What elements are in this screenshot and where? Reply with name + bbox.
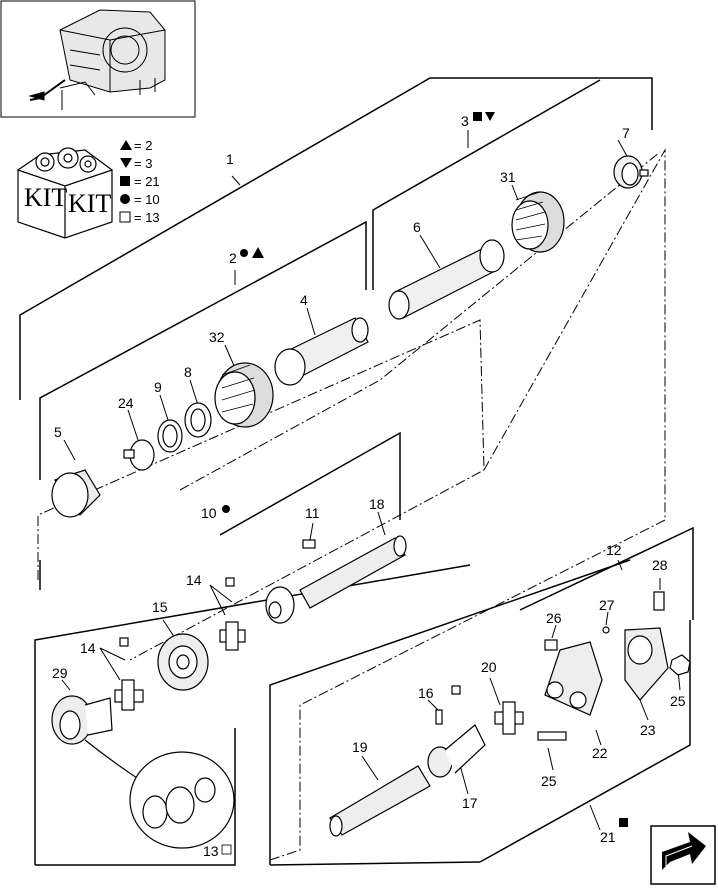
kit-label-right: KIT <box>68 189 111 218</box>
square-filled-icon <box>619 818 628 827</box>
bracket-group-1 <box>19 77 653 400</box>
callout-23[interactable]: 23 <box>640 722 656 738</box>
callout-8[interactable]: 8 <box>184 364 192 380</box>
callout-28[interactable]: 28 <box>652 557 668 573</box>
callout-13[interactable]: 13 <box>203 843 219 859</box>
circle-filled-icon <box>120 194 130 204</box>
part-11-grease-fitting[interactable] <box>302 539 316 549</box>
part-13-detail[interactable] <box>84 739 235 849</box>
square-filled-icon <box>120 176 130 186</box>
callout-11[interactable]: 11 <box>305 505 320 521</box>
part-20-cross[interactable] <box>494 701 524 735</box>
callout-22[interactable]: 22 <box>592 745 608 761</box>
triangle-up-icon <box>252 247 264 258</box>
triangle-down-icon <box>485 112 495 121</box>
part-26-fitting[interactable] <box>544 639 558 651</box>
part-14-cross-upper[interactable] <box>219 577 246 651</box>
callout-16[interactable]: 16 <box>418 685 434 701</box>
callout-27[interactable]: 27 <box>599 597 615 613</box>
bracket-group-2 <box>39 220 367 480</box>
square-outline-icon <box>221 844 232 855</box>
callout-19[interactable]: 19 <box>352 739 368 755</box>
machine-overview-thumbnail[interactable] <box>0 0 196 118</box>
group-brackets <box>19 77 694 866</box>
part-18-shaft[interactable] <box>299 535 407 609</box>
legend-text-3: = 10 <box>134 192 160 207</box>
part-27-ball[interactable] <box>602 626 610 634</box>
part-15-yoke[interactable] <box>157 633 209 691</box>
callout-25-right[interactable]: 25 <box>670 693 686 709</box>
part-4-guard-tube[interactable] <box>274 317 369 386</box>
legend-text-1: = 3 <box>134 156 152 171</box>
bracket-group-3 <box>372 79 601 290</box>
callout-15[interactable]: 15 <box>152 599 168 615</box>
triangle-up-icon <box>120 140 132 150</box>
next-page-arrow-icon <box>662 832 706 870</box>
next-page-button[interactable] <box>650 825 716 885</box>
callout-25-lower[interactable]: 25 <box>541 773 557 789</box>
legend-text-0: = 2 <box>134 138 152 153</box>
callout-32[interactable]: 32 <box>209 329 225 345</box>
callout-3[interactable]: 3 <box>461 113 469 129</box>
legend-text-2: = 21 <box>134 174 160 189</box>
part-29-yoke[interactable] <box>51 695 113 745</box>
callout-2[interactable]: 2 <box>229 250 237 266</box>
callout-26[interactable]: 26 <box>546 610 562 626</box>
kit-box-icon <box>17 147 113 239</box>
kit-label-left: KIT <box>24 183 67 212</box>
callouts: 1 2 3 4 5 6 7 8 9 10 11 12 13 14 14 15 1… <box>52 112 686 859</box>
callout-21[interactable]: 21 <box>600 829 616 845</box>
callout-17[interactable]: 17 <box>462 795 478 811</box>
callout-24[interactable]: 24 <box>118 395 134 411</box>
parts <box>51 155 691 849</box>
callout-12[interactable]: 12 <box>606 542 622 558</box>
part-6-guard-tube[interactable] <box>388 239 505 320</box>
part-25-nut[interactable] <box>669 654 691 676</box>
legend-text-4: = 13 <box>134 210 160 225</box>
part-31-bellows[interactable] <box>511 191 565 253</box>
callout-6[interactable]: 6 <box>413 219 421 235</box>
callout-20[interactable]: 20 <box>481 659 497 675</box>
square-filled-icon <box>473 112 482 121</box>
part-5-cone[interactable] <box>51 469 101 518</box>
axis-lines <box>37 148 666 861</box>
part-14-cross-lower[interactable] <box>114 637 144 711</box>
part-9-ring[interactable] <box>157 419 183 453</box>
part-8-ring[interactable] <box>184 402 212 438</box>
callout-31[interactable]: 31 <box>500 169 516 185</box>
part-yoke-upper[interactable] <box>265 586 295 624</box>
callout-7[interactable]: 7 <box>622 125 630 141</box>
machine-overview-icon <box>28 9 166 110</box>
callout-4[interactable]: 4 <box>300 292 308 308</box>
callout-5[interactable]: 5 <box>54 424 62 440</box>
part-16-pin[interactable] <box>435 685 461 725</box>
circle-filled-icon <box>222 505 230 513</box>
part-23-clutch-half[interactable] <box>624 627 669 701</box>
callout-29[interactable]: 29 <box>52 665 68 681</box>
callout-9[interactable]: 9 <box>154 379 162 395</box>
part-17-yoke[interactable] <box>427 724 486 778</box>
legend: = 2 = 3 = 21 = 10 = 13 <box>119 138 160 225</box>
callout-18[interactable]: 18 <box>369 496 385 512</box>
part-22-clutch-plate[interactable] <box>544 641 603 716</box>
part-24-bearing[interactable] <box>123 439 155 471</box>
bracket-group-12 <box>269 559 631 865</box>
callout-14-upper[interactable]: 14 <box>186 572 202 588</box>
part-28-bolt[interactable] <box>653 591 665 611</box>
callout-14-lower[interactable]: 14 <box>80 640 96 656</box>
square-outline-icon <box>119 211 131 223</box>
circle-filled-icon <box>240 249 248 257</box>
bracket-group-10 <box>219 431 401 536</box>
part-7-clamp-ring[interactable] <box>613 155 649 189</box>
part-25-bolt[interactable] <box>537 731 567 741</box>
part-19-shaft[interactable] <box>329 765 431 837</box>
callout-1[interactable]: 1 <box>226 151 234 167</box>
part-32-bellows[interactable] <box>214 362 274 428</box>
callout-10[interactable]: 10 <box>201 505 217 521</box>
triangle-down-icon <box>120 158 132 168</box>
